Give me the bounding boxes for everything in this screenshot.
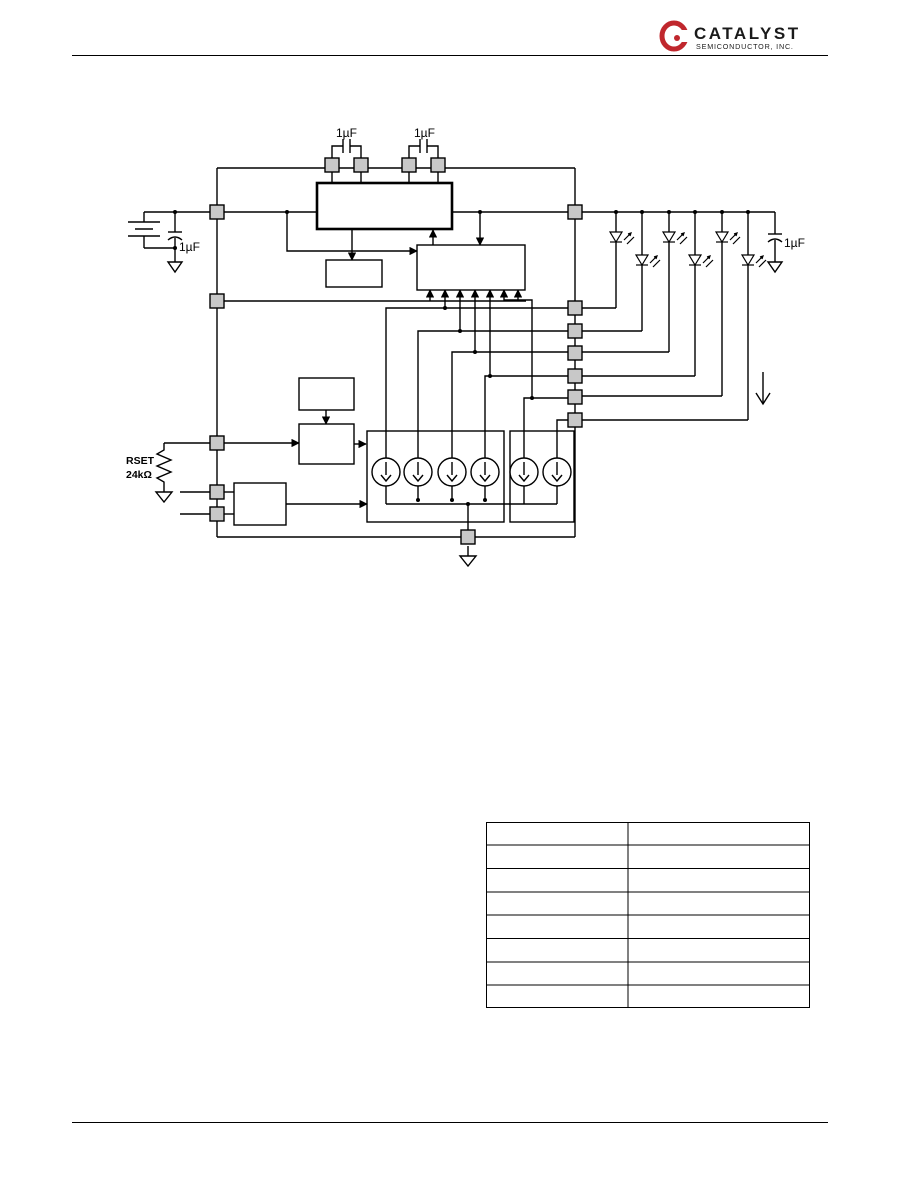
pin-rset (209, 435, 225, 451)
charge-pump-block (315, 181, 454, 231)
current-source-icon (542, 457, 572, 487)
footer-rule (72, 1122, 828, 1123)
current-source-icon (509, 457, 539, 487)
pin-vin (209, 204, 225, 220)
pin-led3 (567, 345, 583, 361)
current-source-icon (470, 457, 500, 487)
pin-c1m (353, 157, 369, 173)
current-setting-block (298, 423, 355, 465)
led-icon (714, 231, 741, 245)
logo-word: CATALYST (694, 24, 801, 43)
reference-block (298, 377, 355, 411)
output-cap-label: 1µF (784, 236, 805, 250)
rset-name-label: RSET (126, 455, 155, 467)
pin-left-2 (209, 293, 225, 309)
pin-led2 (567, 323, 583, 339)
oscillator-block (325, 259, 383, 288)
pin-led1 (567, 300, 583, 316)
pin-led5 (567, 389, 583, 405)
pin-vout (567, 204, 583, 220)
catalyst-logo: CATALYST SEMICONDUCTOR, INC. (659, 20, 801, 52)
led-icon (634, 254, 661, 268)
mode-control-block (416, 244, 526, 291)
pins (209, 157, 583, 545)
enable-logic-block (233, 482, 287, 526)
logo-subtitle: SEMICONDUCTOR, INC. (696, 42, 794, 51)
blocks (233, 181, 575, 526)
pin-en2 (209, 506, 225, 522)
input-cap-label: 1µF (179, 240, 200, 254)
pin-led4 (567, 368, 583, 384)
current-sink-bank-b (509, 430, 575, 523)
current-sources (371, 457, 572, 487)
flying-cap-2-label: 1µF (414, 126, 435, 140)
pin-c2m (430, 157, 446, 173)
block-diagram: 1µF 1µF 1µF 1µF RSET 24kΩ (126, 126, 805, 568)
header-rule (72, 55, 828, 56)
pin-c2p (401, 157, 417, 173)
leds (608, 231, 767, 268)
wires (128, 139, 784, 568)
led-icon (661, 231, 688, 245)
pin-c1p (324, 157, 340, 173)
pin-table (486, 822, 810, 1008)
flying-cap-1-label: 1µF (336, 126, 357, 140)
junction-dots (173, 210, 750, 506)
current-source-icon (403, 457, 433, 487)
rset-value-label: 24kΩ (126, 469, 152, 481)
pin-gnd (460, 529, 476, 545)
led-icon (687, 254, 714, 268)
pin-en1 (209, 484, 225, 500)
current-source-icon (371, 457, 401, 487)
current-sink-bank-a (366, 430, 505, 523)
logo-swoosh-icon (659, 20, 690, 52)
pin-led6 (567, 412, 583, 428)
led-icon (740, 254, 767, 268)
current-source-icon (437, 457, 467, 487)
led-icon (608, 231, 635, 245)
